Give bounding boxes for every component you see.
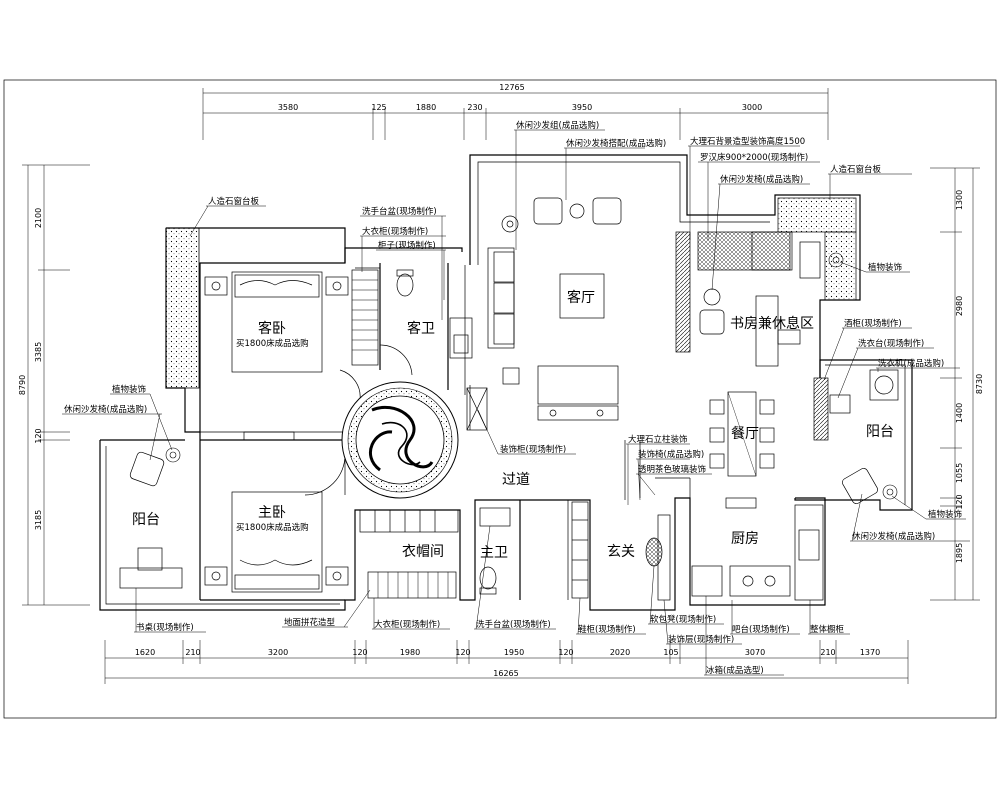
floor-medallion: [341, 381, 459, 499]
note-plant-right: 植物装饰: [868, 262, 903, 273]
dim-top-seg: 3000: [742, 103, 762, 112]
dim-right-seg: 1300: [955, 190, 964, 210]
note-leisure-sofa: 休闲沙发组(成品选购): [516, 120, 599, 131]
room-living: 客厅: [567, 289, 595, 306]
annotations: 买1800床成品选购 买1800床成品选购 休闲沙发组(成品选购) 休闲沙发椅搭…: [64, 120, 963, 676]
note-marble-column: 大理石立柱装饰: [628, 434, 688, 445]
note-laundry-basin: 洗衣台(现场制作): [858, 338, 924, 349]
dim-bottom-seg: 210: [185, 648, 200, 657]
dim-right-seg: 1895: [955, 543, 964, 563]
dim-right-seg: 1400: [955, 403, 964, 423]
note-integrated-cabinet: 整体橱柜: [810, 624, 845, 635]
room-entrance: 玄关: [607, 543, 635, 560]
note-cabinet: 柜子(现场制作): [378, 240, 436, 251]
note-fridge: 冰箱(成品选型): [706, 665, 764, 676]
note-shoe-cabinet: 鞋柜(现场制作): [578, 624, 636, 635]
dim-left-seg: 3185: [34, 510, 43, 530]
note-stone-sill-right: 人造石窗台板: [830, 164, 882, 175]
note-wash-basin-master: 洗手台盆(现场制作): [476, 619, 551, 630]
dim-left-total: 8790: [18, 375, 27, 395]
note-bar-counter: 吧台(现场制作): [732, 624, 790, 635]
room-labels: 客卧 客卫 客厅 书房兼休息区 餐厅 阳台 过道 主卧 衣帽间 主卫 玄关 厨房…: [132, 289, 894, 561]
dim-top-seg: 3580: [278, 103, 298, 112]
note-wardrobe-guest: 大衣柜(现场制作): [362, 226, 428, 237]
note-wash-basin-guest: 洗手台盆(现场制作): [362, 206, 437, 217]
dim-top-seg: 230: [467, 103, 482, 112]
note-deco-shelf: 装饰层(现场制作): [668, 634, 734, 645]
dim-bottom-seg: 120: [352, 648, 367, 657]
right-dimensions: 8730 1300 2980 1400 1055 120 1895: [930, 167, 984, 601]
note-stone-sill-left: 人造石窗台板: [208, 196, 260, 207]
note-tatami-bed: 罗汉床900*2000(现场制作): [700, 152, 808, 163]
room-corridor: 过道: [502, 472, 530, 488]
note-desk: 书桌(现场制作): [136, 622, 194, 633]
dim-bottom-seg: 3070: [745, 648, 765, 657]
dim-top-total: 12765: [499, 83, 524, 92]
note-wardrobe-master: 大衣柜(现场制作): [374, 619, 440, 630]
note-glass-deco: 透明茶色玻璃装饰: [638, 464, 707, 475]
note-bed-guest: 买1800床成品选购: [236, 338, 309, 349]
note-deco-chair: 装饰椅(成品选购): [638, 449, 704, 460]
dim-top-seg: 125: [371, 103, 386, 112]
dim-bottom-seg: 1980: [400, 648, 420, 657]
dim-left-seg: 3385: [34, 342, 43, 362]
walls: [99, 154, 913, 611]
dim-right-total: 8730: [975, 374, 984, 394]
dim-bottom-seg: 120: [558, 648, 573, 657]
dim-bottom-seg: 1950: [504, 648, 524, 657]
room-dining: 餐厅: [731, 426, 759, 442]
dim-bottom-seg: 3200: [268, 648, 288, 657]
dim-top-seg: 1880: [416, 103, 436, 112]
note-leisure-sofa-chair: 休闲沙发椅搭配(成品选购): [566, 138, 666, 149]
leader-lines: [62, 129, 970, 676]
room-balcony-left: 阳台: [132, 512, 160, 528]
sheet-frame: [3, 79, 997, 719]
dim-left-seg: 2100: [34, 208, 43, 228]
room-kitchen: 厨房: [731, 531, 759, 547]
room-balcony-right: 阳台: [866, 424, 894, 440]
dim-left-seg: 120: [34, 428, 43, 443]
note-leisure-chair-left: 休闲沙发椅(成品选购): [64, 404, 147, 415]
note-soft-stool: 软包凳(现场制作): [650, 614, 716, 625]
left-dimensions: 8790 2100 3385 120 3185: [18, 164, 90, 606]
dim-bottom-seg: 105: [663, 648, 678, 657]
dim-bottom-total: 16265: [493, 669, 518, 678]
furniture: [119, 197, 899, 601]
note-floor-pattern: 地面拼花造型: [284, 617, 336, 628]
dim-bottom-seg: 120: [455, 648, 470, 657]
note-plant-right2: 植物装饰: [928, 509, 963, 520]
room-guest-bedroom: 客卧: [258, 320, 286, 337]
room-cloakroom: 衣帽间: [402, 544, 444, 560]
room-master-bath: 主卫: [480, 545, 508, 561]
plant-decorations: [165, 252, 898, 500]
note-wine-cabinet: 酒柜(现场制作): [844, 318, 902, 329]
dim-bottom-seg: 210: [820, 648, 835, 657]
dim-bottom-seg: 1370: [860, 648, 880, 657]
note-leisure-chair-study: 休闲沙发椅(成品选购): [720, 174, 803, 185]
note-bed-master: 买1800床成品选购: [236, 522, 309, 533]
dim-top-seg: 3950: [572, 103, 592, 112]
bottom-dimensions: 1620 210 3200 120 1980 120 1950 120 2020…: [104, 640, 909, 684]
dim-bottom-seg: 1620: [135, 648, 155, 657]
top-dimensions: 12765 3580 125 1880 230 3950 3000: [202, 83, 829, 140]
dim-right-seg: 2980: [955, 296, 964, 316]
room-guest-bath: 客卫: [407, 320, 435, 337]
room-study: 书房兼休息区: [730, 315, 814, 332]
dim-bottom-seg: 2020: [610, 648, 630, 657]
note-marble-bg: 大理石背景造型装饰高度1500: [690, 136, 805, 147]
dim-right-seg: 1055: [955, 463, 964, 483]
dim-right-seg: 120: [955, 494, 964, 509]
note-plant-left: 植物装饰: [112, 384, 147, 395]
note-deco-cabinet: 装饰柜(现场制作): [500, 444, 566, 455]
note-leisure-chair-right: 休闲沙发椅(成品选购): [852, 531, 935, 542]
note-washer: 洗衣机(成品选购): [878, 358, 944, 369]
room-master-bedroom: 主卧: [258, 505, 286, 521]
